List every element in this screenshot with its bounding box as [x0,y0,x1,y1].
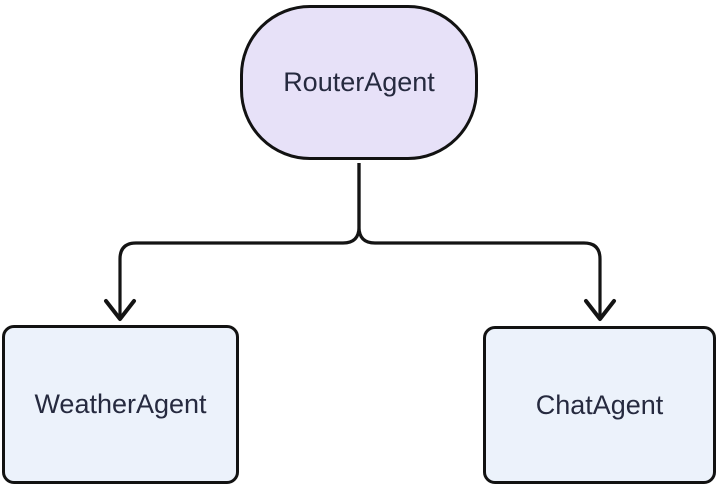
node-router-agent: RouterAgent [240,5,478,160]
arrowhead-weather-icon [104,299,136,321]
node-router-agent-label: RouterAgent [283,67,435,97]
node-chat-agent-label: ChatAgent [535,389,664,420]
arrowhead-chat-icon [584,299,616,321]
node-weather-agent-label: WeatherAgent [34,389,207,419]
node-weather-agent: WeatherAgent [2,325,239,484]
edge-router-to-chat [357,163,602,317]
edge-router-to-weather [118,163,361,317]
node-chat-agent: ChatAgent [483,326,716,484]
